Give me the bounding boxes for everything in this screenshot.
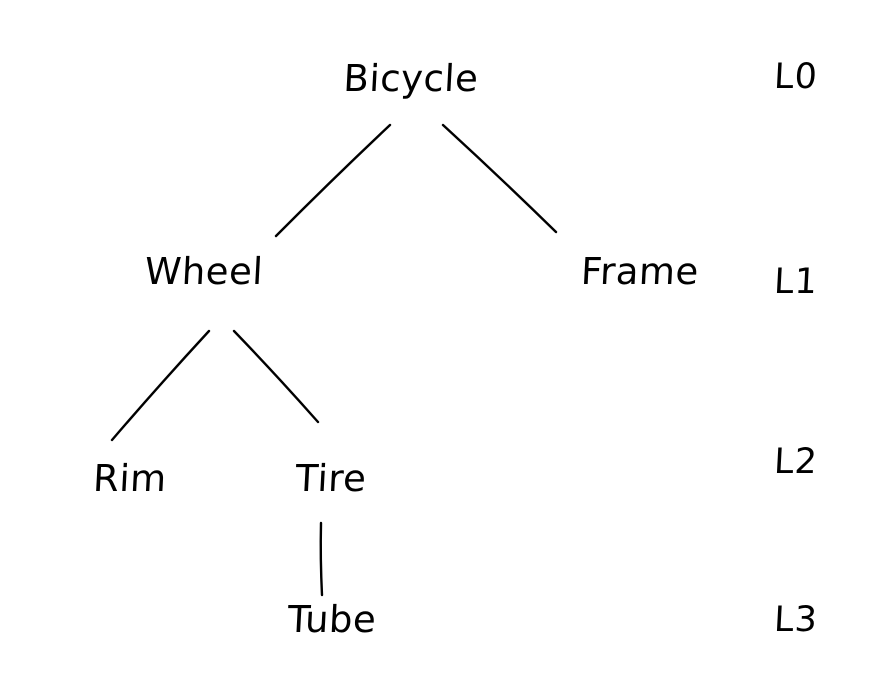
node-bicycle[interactable]: Bicycle xyxy=(342,57,480,100)
node-rim[interactable]: Rim xyxy=(92,457,168,500)
edge-tire-tube xyxy=(319,521,324,597)
level-label-l0: L0 xyxy=(773,57,819,97)
node-tube[interactable]: Tube xyxy=(286,598,378,641)
edge-wheel-rim xyxy=(110,329,211,442)
level-label-l2: L2 xyxy=(773,442,819,482)
node-frame[interactable]: Frame xyxy=(579,250,700,293)
edge-wheel-tire xyxy=(232,329,320,424)
edge-bicycle-wheel xyxy=(274,123,392,238)
edge-bicycle-frame xyxy=(441,123,558,234)
level-label-l1: L1 xyxy=(773,262,819,302)
level-label-l3: L3 xyxy=(773,600,819,640)
node-wheel[interactable]: Wheel xyxy=(143,250,265,293)
node-tire[interactable]: Tire xyxy=(294,457,368,500)
